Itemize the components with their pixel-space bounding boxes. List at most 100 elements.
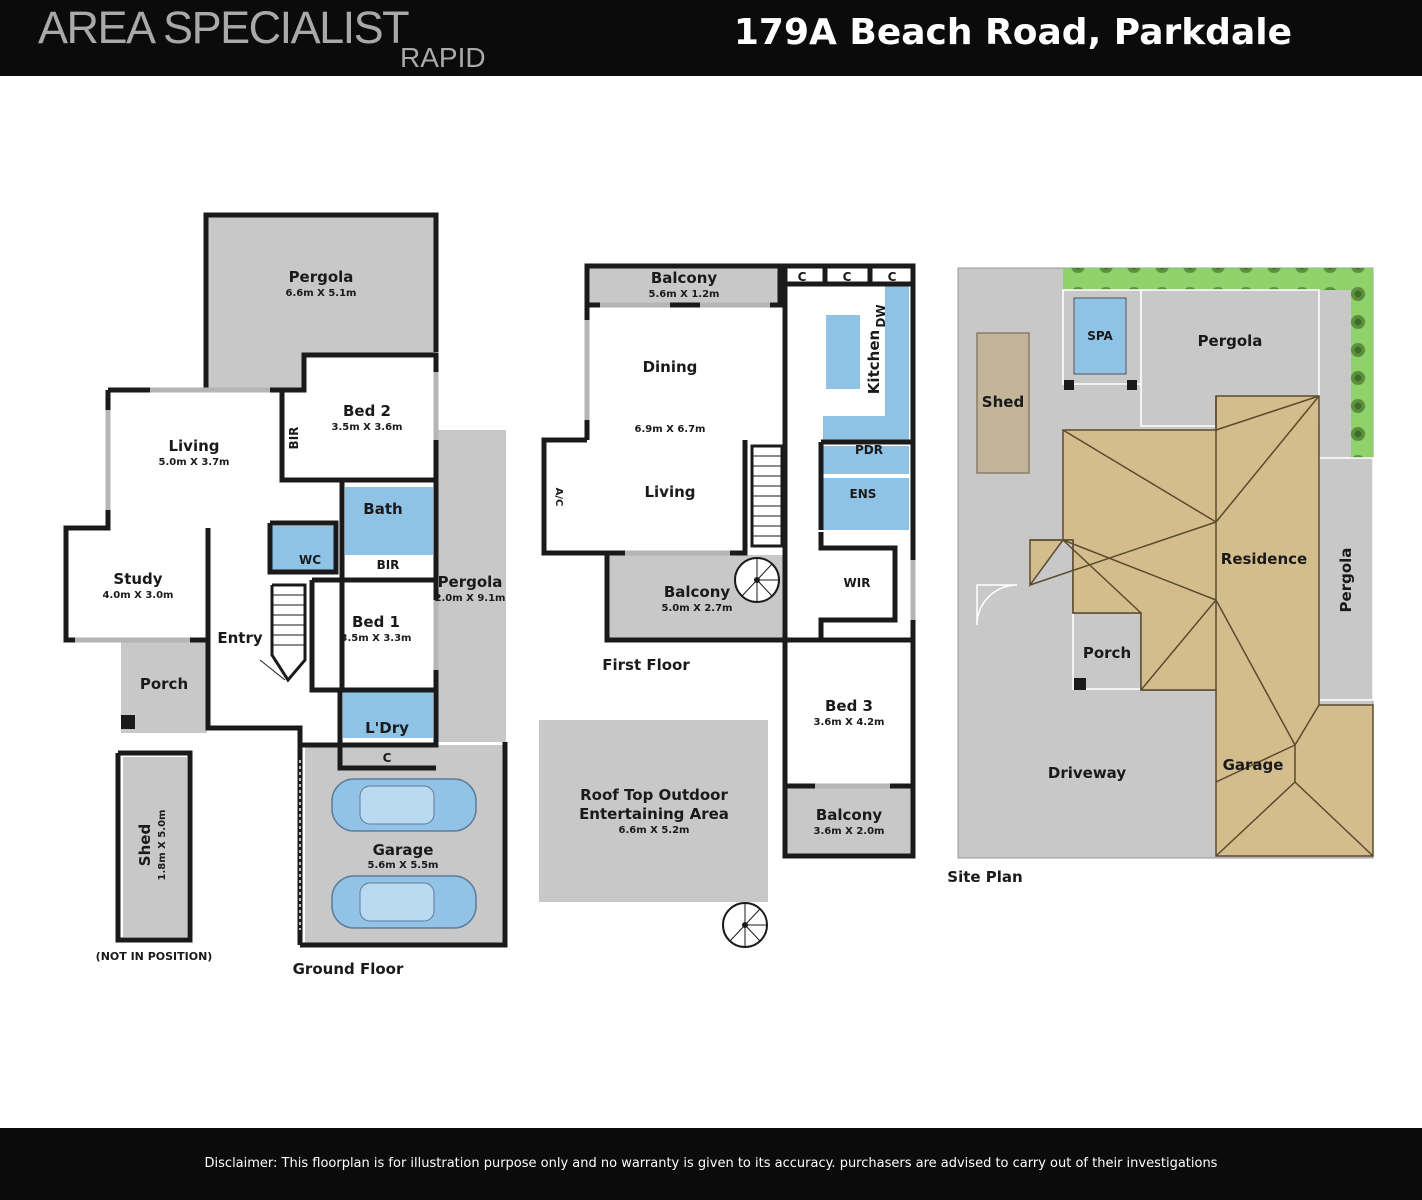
gf-pergola-rear-name: Pergola <box>289 268 354 286</box>
ff-wall-west <box>541 437 748 556</box>
brand-sub: RAPID <box>400 42 486 73</box>
gf-bed1-dims: 3.5m X 3.3m <box>341 633 412 644</box>
site-spa <box>1073 297 1127 375</box>
gf-wall-wc <box>267 520 339 575</box>
ff-rooftop-line1: Roof Top Outdoor <box>580 786 728 804</box>
site-plan: SPA Pergola Shed Residence Pergola Porch… <box>947 267 1374 886</box>
ff-ac-label: A/C <box>553 488 564 507</box>
ff-balcony-top-area <box>588 268 780 304</box>
ff-rooftop-line2: Entertaining Area <box>579 805 729 823</box>
gf-pergola-rear-dims: 6.6m X 5.1m <box>286 288 357 299</box>
gf-laundry-name: L'Dry <box>365 719 409 737</box>
gf-bed2-name: Bed 2 <box>343 402 391 420</box>
ff-dw-label: DW <box>874 304 888 327</box>
ff-cupboard-1: C <box>798 270 807 284</box>
gf-living-name: Living <box>168 437 219 455</box>
ff-rooftop-area <box>539 720 768 902</box>
gf-porch-post <box>121 715 135 729</box>
gf-bath-area <box>345 487 433 555</box>
gf-wall-bir <box>279 390 342 483</box>
gf-wall-shed <box>115 750 193 943</box>
site-residence-label: Residence <box>1221 550 1307 568</box>
gf-porch-name: Porch <box>140 675 188 693</box>
ff-cupboard-3: C <box>888 270 897 284</box>
gf-wall-garage <box>300 742 508 948</box>
gf-shed-dims: 1.8m X 5.0m <box>157 810 168 881</box>
ff-wir-name: WIR <box>844 576 871 590</box>
car-bottom-icon <box>331 875 477 929</box>
gf-wc-name: WC <box>299 553 321 567</box>
gf-porch-area <box>121 640 207 733</box>
ff-pdr-area <box>823 446 909 474</box>
property-address: 179A Beach Road, Parkdale <box>733 12 1292 53</box>
site-porch-post <box>1074 678 1086 690</box>
footer-bar: Disclaimer: This floorplan is for illust… <box>0 1128 1422 1200</box>
ff-living-name: Living <box>644 483 695 501</box>
ff-pdr-name: PDR <box>855 443 883 457</box>
gf-wall-bed1 <box>309 580 342 693</box>
gf-living-dims: 5.0m X 3.7m <box>159 457 230 468</box>
gf-wall-main <box>108 352 439 748</box>
gf-staircase <box>259 583 307 683</box>
gf-pergola-rear-area <box>206 215 436 355</box>
ff-balcony-mid-name: Balcony <box>664 583 731 601</box>
gf-shed-name: Shed <box>136 824 154 866</box>
gf-bir-top: BIR <box>287 427 301 450</box>
ff-kitchen-name: Kitchen <box>865 330 883 394</box>
gf-shed-area <box>123 757 187 937</box>
ff-dining-living-dims: 6.9m X 6.7m <box>635 424 706 435</box>
gf-study-name: Study <box>113 570 162 588</box>
ff-balcony-top-dims: 5.6m X 1.2m <box>649 289 720 300</box>
site-title: Site Plan <box>947 868 1022 886</box>
site-shed <box>976 332 1030 474</box>
brand-logo: AREA SPECIALIST <box>38 2 410 53</box>
site-post-1 <box>1064 380 1074 390</box>
site-spa-label: SPA <box>1087 329 1113 343</box>
spiral-stair-rooftop-icon <box>722 902 768 948</box>
ff-balcony-mid-dims: 5.0m X 2.7m <box>662 603 733 614</box>
gf-bed1-name: Bed 1 <box>352 613 400 631</box>
ground-floor-plan: Pergola 6.6m X 5.1m Bed 2 3.5m X 3.6m BI… <box>63 212 508 978</box>
gf-entry-name: Entry <box>217 629 262 647</box>
gf-title: Ground Floor <box>293 960 404 978</box>
gf-cupboard: C <box>383 751 392 765</box>
gf-shed-note: (NOT IN POSITION) <box>96 950 213 963</box>
gf-laundry-area <box>343 690 433 738</box>
site-driveway-label: Driveway <box>1048 764 1126 782</box>
ff-dining-name: Dining <box>643 358 698 376</box>
ff-wall-wir <box>818 532 898 640</box>
ff-bed3-dims: 3.6m X 4.2m <box>814 717 885 728</box>
site-pergola-side-label: Pergola <box>1337 548 1355 613</box>
gf-study-dims: 4.0m X 3.0m <box>103 590 174 601</box>
first-floor-plan: Balcony 5.6m X 1.2m C C C Dining 6.9m X … <box>539 263 916 948</box>
ff-wall-bed3 <box>782 640 916 859</box>
site-gate-swing <box>976 584 1018 626</box>
gf-wall-laundry <box>337 690 436 771</box>
ff-cupboard-2: C <box>843 270 852 284</box>
ff-rooftop-dims: 6.6m X 5.2m <box>619 825 690 836</box>
header-bar: AREA SPECIALIST RAPID 179A Beach Road, P… <box>0 0 1422 76</box>
disclaimer-text: Disclaimer: This floorplan is for illust… <box>204 1156 1218 1171</box>
site-hedge-top <box>1063 268 1373 290</box>
ff-bed3-name: Bed 3 <box>825 697 873 715</box>
site-pergola-side <box>1318 457 1374 701</box>
gf-wall-pergola <box>203 212 439 390</box>
site-post-2 <box>1127 380 1137 390</box>
gf-pergola-side-dims: 2.0m X 9.1m <box>435 593 506 604</box>
site-porch-label: Porch <box>1083 644 1131 662</box>
site-pergola-top-label: Pergola <box>1198 332 1263 350</box>
gf-bir-mid: BIR <box>377 558 400 572</box>
site-residence-roof <box>1029 395 1374 857</box>
ff-kitchen-island <box>826 315 860 389</box>
gf-pergola-rear-strip <box>206 355 304 391</box>
site-garage-label: Garage <box>1223 756 1284 774</box>
site-hedge-side <box>1351 268 1373 458</box>
ff-balcony-bottom-dims: 3.6m X 2.0m <box>814 826 885 837</box>
ff-staircase <box>750 444 784 548</box>
ff-balcony-bottom-area <box>787 788 913 856</box>
gf-bed2-dims: 3.5m X 3.6m <box>332 422 403 433</box>
ff-title: First Floor <box>602 656 690 674</box>
ff-ens-name: ENS <box>850 487 877 501</box>
site-shed-label: Shed <box>982 393 1024 411</box>
